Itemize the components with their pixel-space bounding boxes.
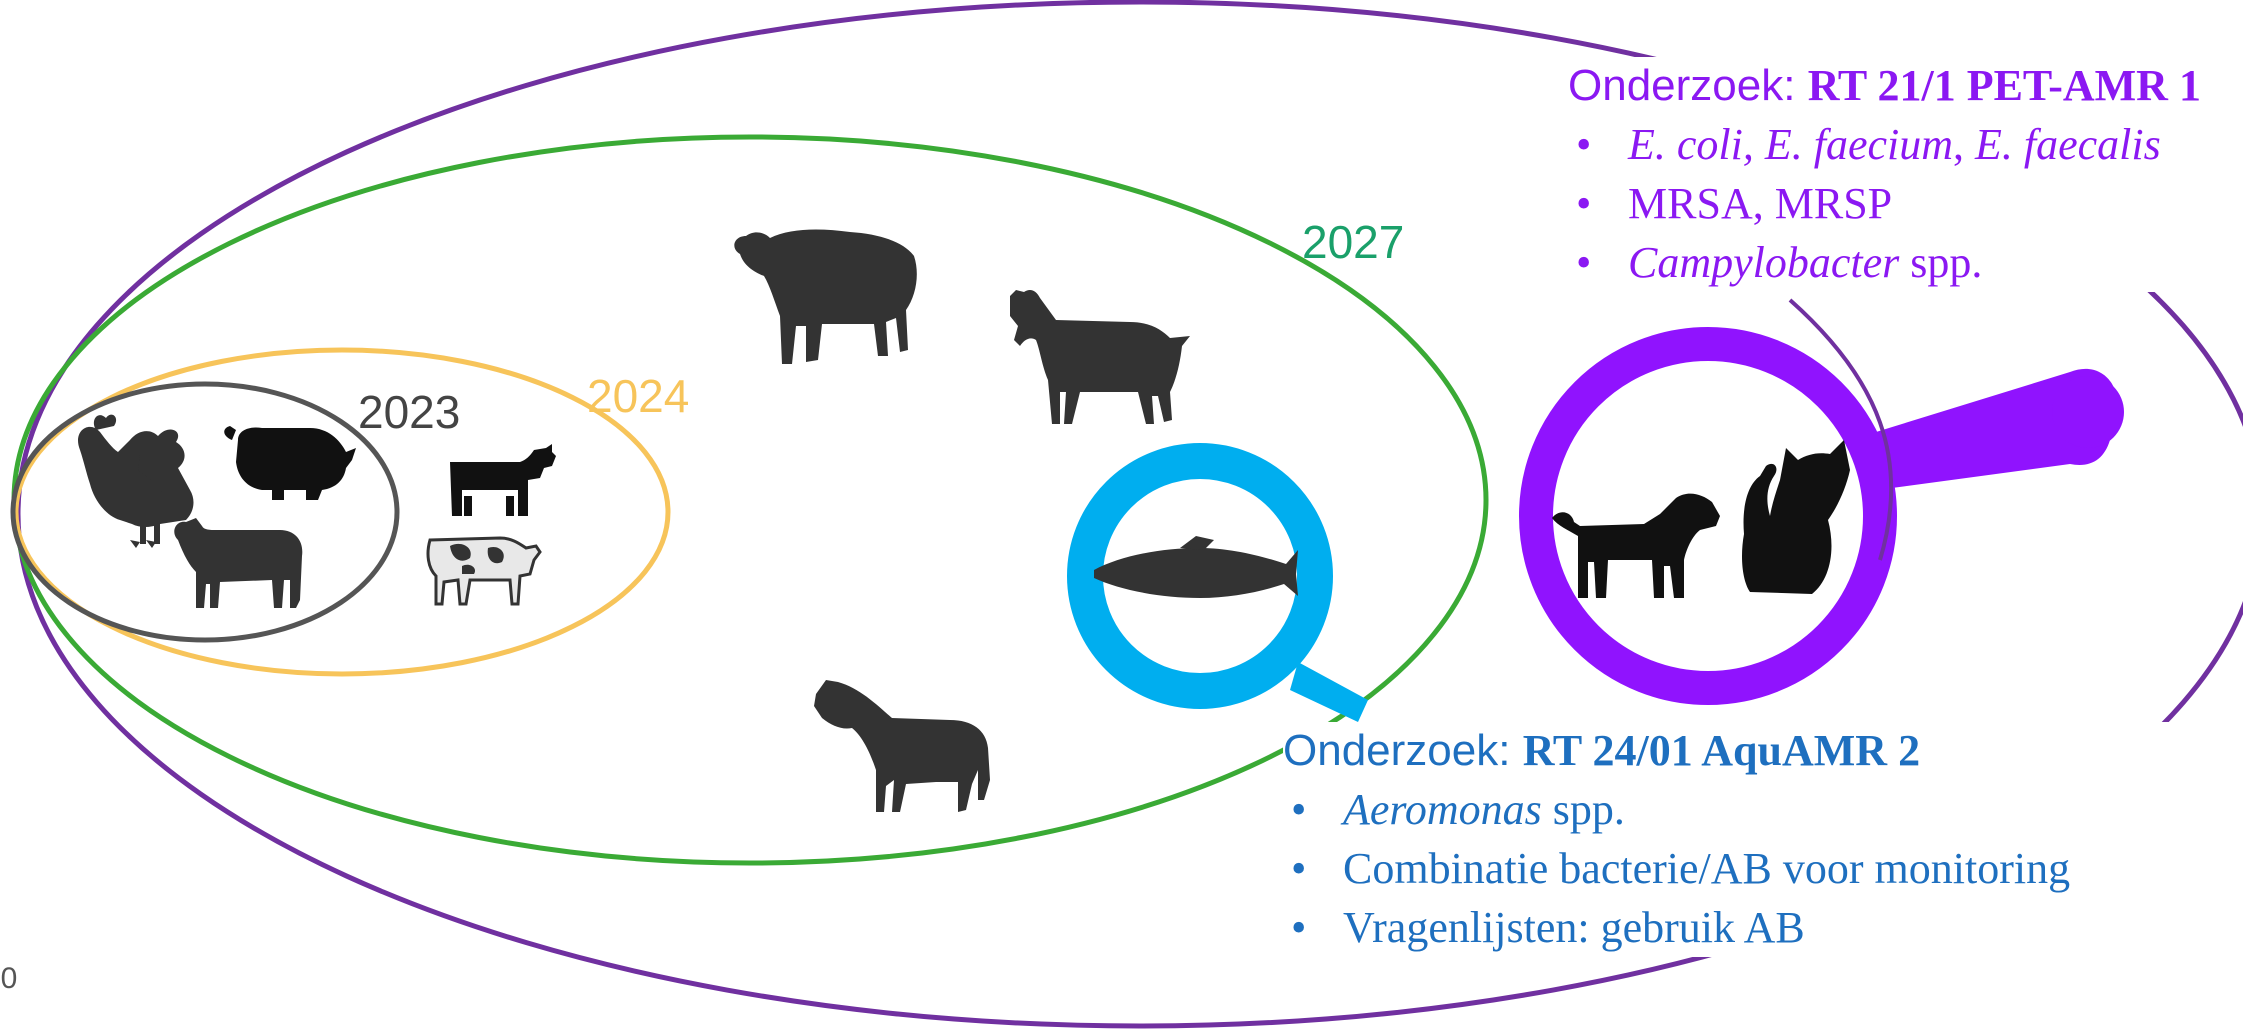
goat-icon — [1010, 290, 1190, 424]
aqu-study-list: • Aeromonas spp. • Combinatie bacterie/AB v… — [1283, 780, 2243, 957]
sheep-icon — [734, 230, 916, 364]
aqu-study-code: RT 24/01 AquAMR 2 — [1523, 726, 1920, 775]
aqu-study-heading: Onderzoek: RT 24/01 AquAMR 2 — [1283, 722, 2243, 780]
pet-study-item-text: Campylobacter — [1628, 238, 1899, 287]
year-2024-label: 2024 — [587, 370, 689, 422]
calf-icon — [174, 518, 302, 608]
pet-study-item-text: E. coli, E. faecium — [1628, 120, 1953, 169]
pet-study-code: RT 21/1 PET-AMR 1 — [1808, 61, 2201, 110]
bullet-icon: • — [1576, 233, 1591, 292]
pet-study-item-text: spp. — [1899, 238, 1982, 287]
page-number: 10 — [0, 962, 17, 995]
pet-study-item-text: MRSA, MRSP — [1628, 179, 1892, 228]
pet-study-label: Onderzoek: — [1568, 61, 1808, 110]
aqu-study-item-text: Aeromonas — [1343, 785, 1542, 834]
aqu-study-item: • Aeromonas spp. — [1283, 780, 2243, 839]
bullet-icon: • — [1576, 174, 1591, 233]
dairy-cow-icon — [428, 538, 540, 604]
pig-icon — [224, 426, 356, 500]
bullet-icon: • — [1291, 780, 1306, 839]
cow-icon — [450, 444, 556, 516]
aqu-study-item-text: Combinatie bacterie/AB voor monitoring — [1343, 844, 2070, 893]
pet-study-panel: Onderzoek: RT 21/1 PET-AMR 1 • E. coli, E… — [1568, 57, 2243, 292]
aqu-study-item-text: Vragenlijsten: gebruik AB — [1343, 903, 1805, 952]
year-2023-label: 2023 — [358, 386, 460, 438]
aqu-study-panel: Onderzoek: RT 24/01 AquAMR 2 • Aeromonas … — [1283, 722, 2243, 957]
pet-study-item: • E. coli, E. faecium, E. faecalis — [1568, 115, 2243, 174]
horse-icon — [814, 680, 990, 812]
pet-study-item-text: E. faecalis — [1975, 120, 2161, 169]
pet-study-item-text: , — [1953, 120, 1975, 169]
aqu-study-item-text: spp. — [1542, 785, 1625, 834]
aqu-study-label: Onderzoek: — [1283, 726, 1523, 775]
year-2027-label: 2027 — [1302, 216, 1404, 268]
pet-study-item: • Campylobacter spp. — [1568, 233, 2243, 292]
aqu-study-item: • Vragenlijsten: gebruik AB — [1283, 898, 2243, 957]
bullet-icon: • — [1291, 898, 1306, 957]
ellipse-2023 — [13, 384, 397, 640]
bullet-icon: • — [1291, 839, 1306, 898]
pet-study-heading: Onderzoek: RT 21/1 PET-AMR 1 — [1568, 57, 2243, 115]
bullet-icon: • — [1576, 115, 1591, 174]
pet-study-item: • MRSA, MRSP — [1568, 174, 2243, 233]
pet-study-list: • E. coli, E. faecium, E. faecalis • MRSA, … — [1568, 115, 2243, 292]
aqu-study-item: • Combinatie bacterie/AB voor monitoring — [1283, 839, 2243, 898]
